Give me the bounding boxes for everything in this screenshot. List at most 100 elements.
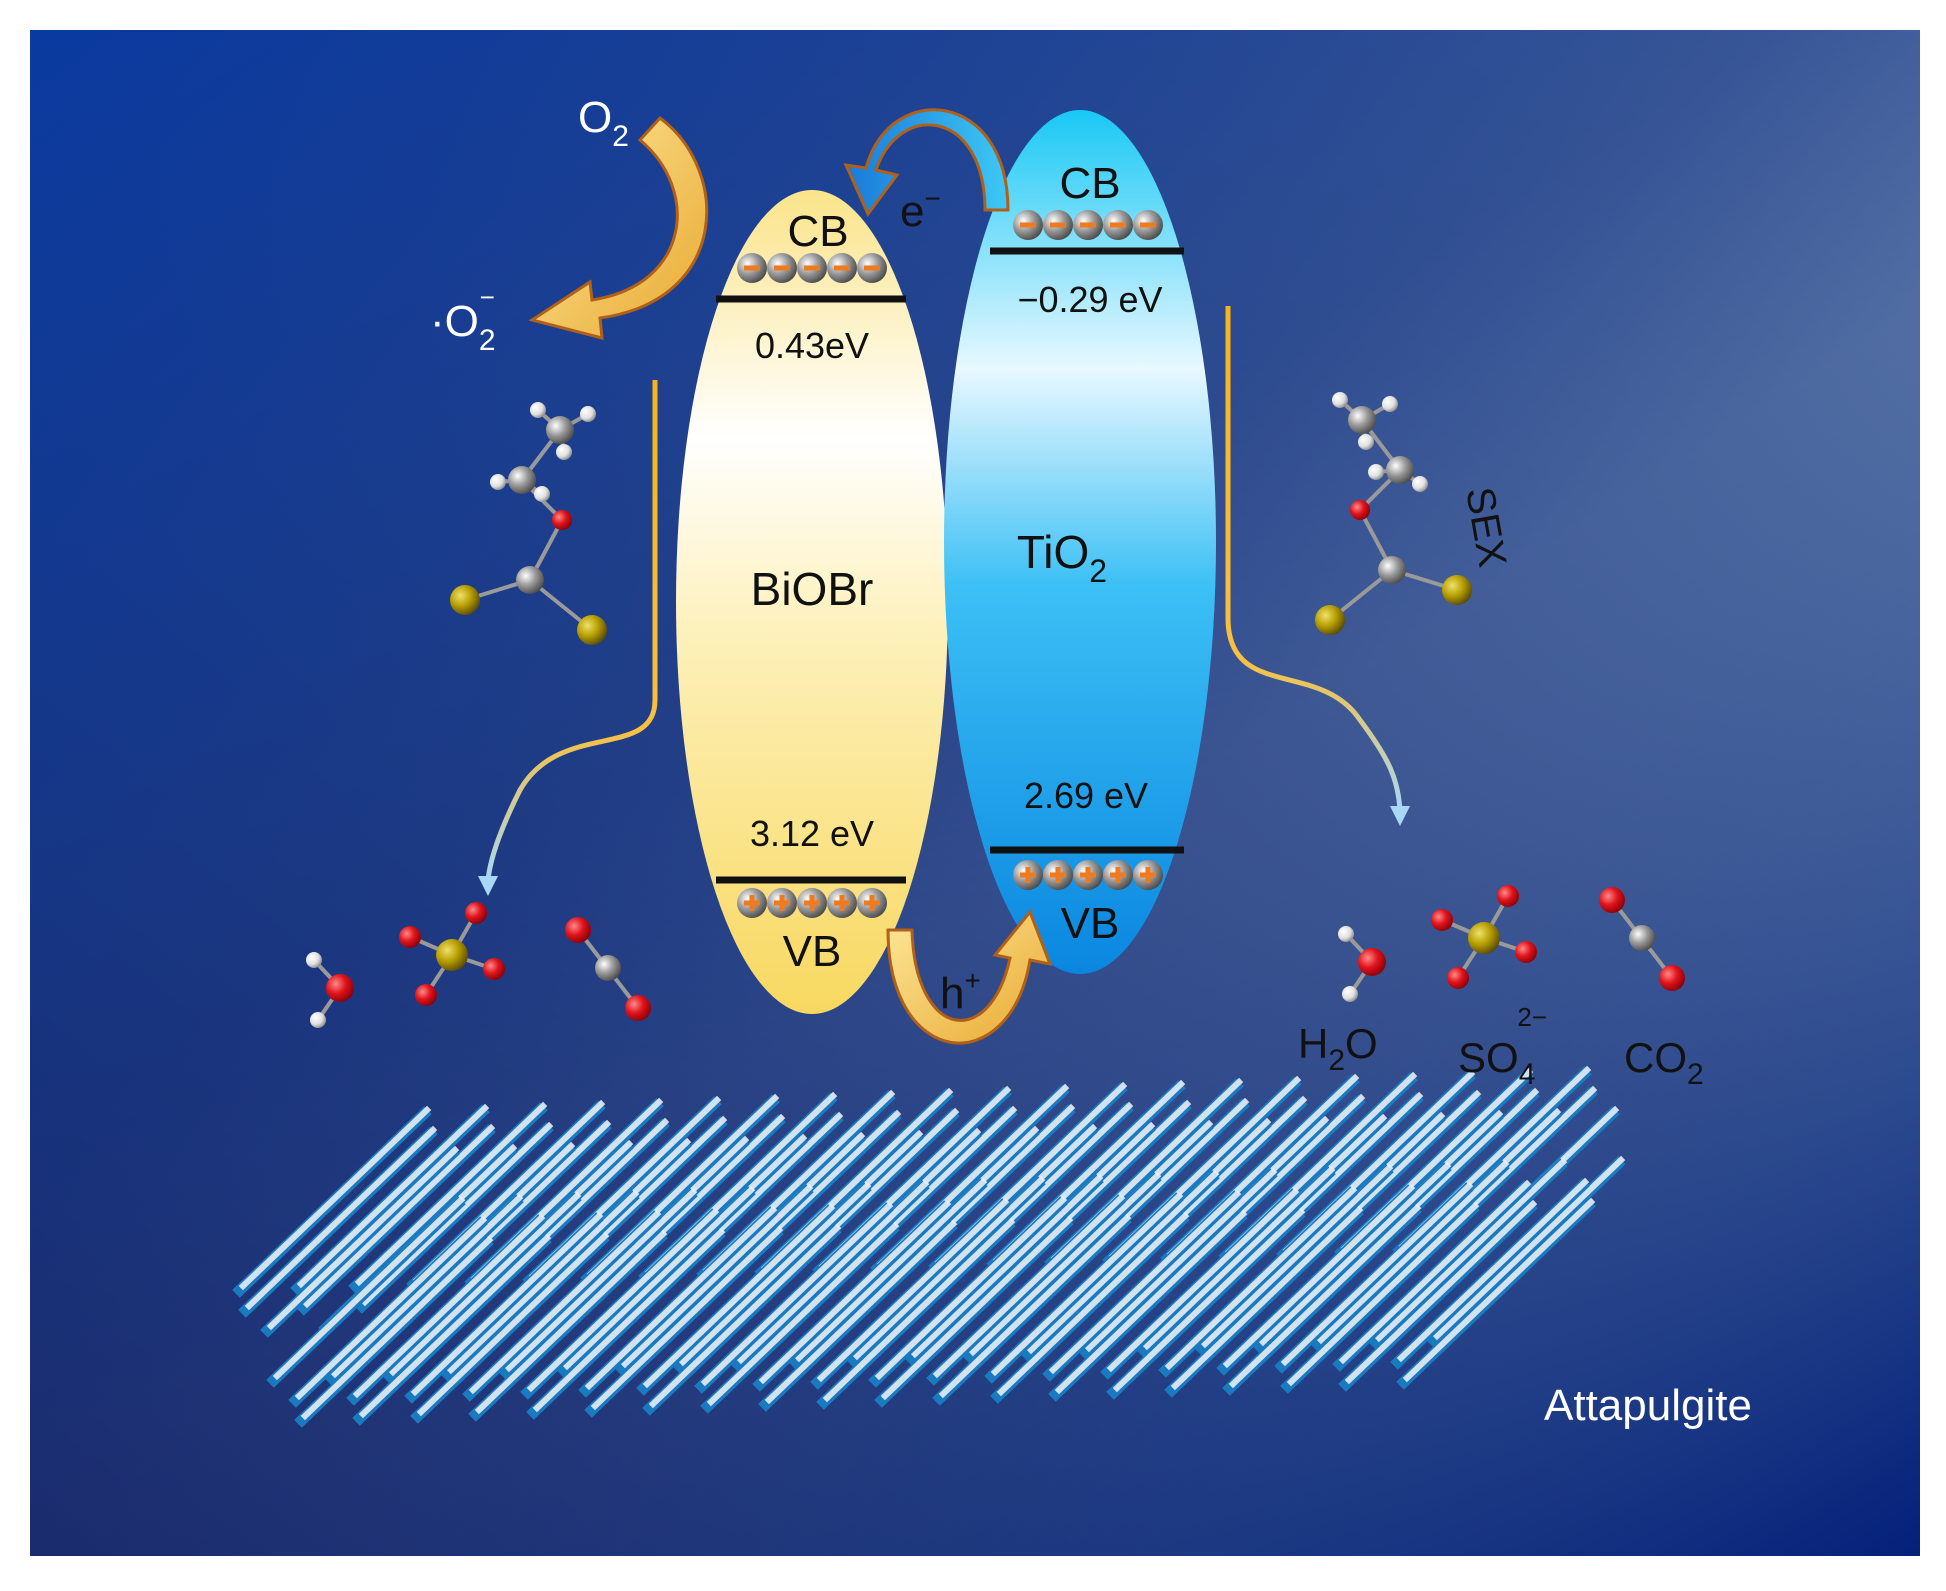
attapulgite-rod (290, 1103, 490, 1296)
attapulgite-rod (1048, 1209, 1248, 1402)
co2-label: CO2 (1624, 1034, 1704, 1091)
attapulgite-rod (846, 1175, 1046, 1368)
attapulgite-rod (352, 1233, 552, 1426)
attapulgite-rod (984, 1191, 1184, 1384)
attapulgite-rod (1274, 1181, 1474, 1374)
attapulgite-rod (294, 1235, 494, 1428)
attapulgite-rod (990, 1211, 1190, 1404)
electron-ball (737, 253, 767, 283)
attapulgite-rod (700, 1221, 900, 1414)
attapulgite-rod (614, 1183, 814, 1376)
attapulgite-rod (1280, 1201, 1480, 1394)
attapulgite-rod (1042, 1189, 1242, 1382)
electron-ball (1043, 210, 1073, 240)
tio2-cb-label: CB (1059, 159, 1120, 208)
sulfate-molecule-right (1431, 885, 1537, 989)
hole-ball (827, 888, 857, 918)
attapulgite-rod (238, 1125, 438, 1318)
attapulgite-rod (932, 1213, 1132, 1406)
left-path-arrowhead (478, 876, 498, 896)
right-degradation-path (1225, 306, 1403, 811)
attapulgite-rod (816, 1217, 1016, 1410)
attapulgite-rod (1368, 1157, 1568, 1350)
attapulgite-rod (1332, 1179, 1532, 1372)
attapulgite-rod (904, 1173, 1104, 1366)
tio2-cb-electrons (1013, 210, 1163, 240)
attapulgite-rod (288, 1215, 488, 1408)
tio2-name: TiO2 (1017, 526, 1107, 589)
attapulgite-rod (260, 1145, 460, 1338)
left-degradation-path (485, 380, 658, 881)
attapulgite-rod (868, 1195, 1068, 1388)
attapulgite-rod (810, 1197, 1010, 1390)
attapulgite-rod (1426, 1155, 1626, 1348)
attapulgite-rod (468, 1229, 668, 1422)
attapulgite-rod (962, 1171, 1162, 1364)
biobr-band-ellipse (676, 190, 948, 1014)
attapulgite-rod (382, 1191, 582, 1384)
attapulgite-rod (520, 1207, 720, 1400)
hole-ball (1133, 860, 1163, 890)
biobr-cb-electrons (737, 253, 887, 283)
attapulgite-rod (1194, 1163, 1394, 1356)
tio2-cb-potential: −0.29 eV (1017, 279, 1162, 320)
electron-label: e− (900, 183, 941, 236)
attapulgite-rod (1338, 1199, 1538, 1392)
attapulgite-rod (578, 1205, 778, 1398)
sulfate-molecule-left (399, 902, 505, 1006)
electron-ball (797, 253, 827, 283)
attapulgite-rod (1078, 1167, 1278, 1360)
hole-ball (857, 888, 887, 918)
hole-ball (1013, 860, 1043, 890)
attapulgite-rod (526, 1227, 726, 1420)
attapulgite-rod (1396, 1197, 1596, 1390)
water-molecule-left (306, 952, 354, 1028)
attapulgite-rod (636, 1203, 836, 1396)
water-molecule-right (1338, 926, 1386, 1002)
electron-ball (857, 253, 887, 283)
electron-ball (827, 253, 857, 283)
attapulgite-rod (266, 1195, 466, 1388)
sex-molecule-left (450, 402, 607, 645)
attapulgite-rod (1136, 1165, 1336, 1358)
attapulgite-rod (354, 1121, 554, 1314)
attapulgite-rod (462, 1209, 662, 1402)
attapulgite-rod (584, 1225, 784, 1418)
attapulgite-rod (1252, 1161, 1452, 1354)
electron-ball (1073, 210, 1103, 240)
attapulgite-rod (1106, 1207, 1306, 1400)
attapulgite-rod (1222, 1203, 1422, 1396)
attapulgite-rod (752, 1199, 952, 1392)
oxygen-reduction-arrow (528, 115, 709, 340)
tio2-vb-potential: 2.69 eV (1024, 775, 1148, 816)
tio2-vb-holes (1013, 860, 1163, 890)
sulfate-label: SO42− (1458, 1002, 1547, 1091)
co2-molecule-right (1599, 887, 1685, 991)
electron-ball (1133, 210, 1163, 240)
biobr-vb-potential: 3.12 eV (750, 813, 874, 854)
hole-transfer-arrow (886, 909, 1053, 1045)
biobr-name: BiOBr (751, 563, 874, 615)
electron-ball (767, 253, 797, 283)
water-label: H2O (1298, 1020, 1378, 1077)
attapulgite-rod (758, 1219, 958, 1412)
attapulgite-rod (672, 1181, 872, 1374)
electron-transfer-arrow (843, 108, 1010, 217)
biobr-vb-holes (737, 888, 887, 918)
attapulgite-rod (1158, 1185, 1358, 1378)
electron-ball (1103, 210, 1133, 240)
hole-label: h+ (940, 965, 981, 1018)
biobr-vb-label: VB (783, 927, 842, 976)
hole-ball (767, 888, 797, 918)
attapulgite-rod (1020, 1169, 1220, 1362)
attapulgite-rods (232, 1065, 1626, 1428)
attapulgite-rod (874, 1215, 1074, 1408)
biobr-cb-potential: 0.43eV (755, 325, 869, 366)
attapulgite-rod (788, 1177, 988, 1370)
attapulgite-rod (926, 1193, 1126, 1386)
attapulgite-rod (556, 1185, 756, 1378)
attapulgite-rod (1164, 1205, 1364, 1398)
tio2-vb-label: VB (1061, 899, 1120, 948)
